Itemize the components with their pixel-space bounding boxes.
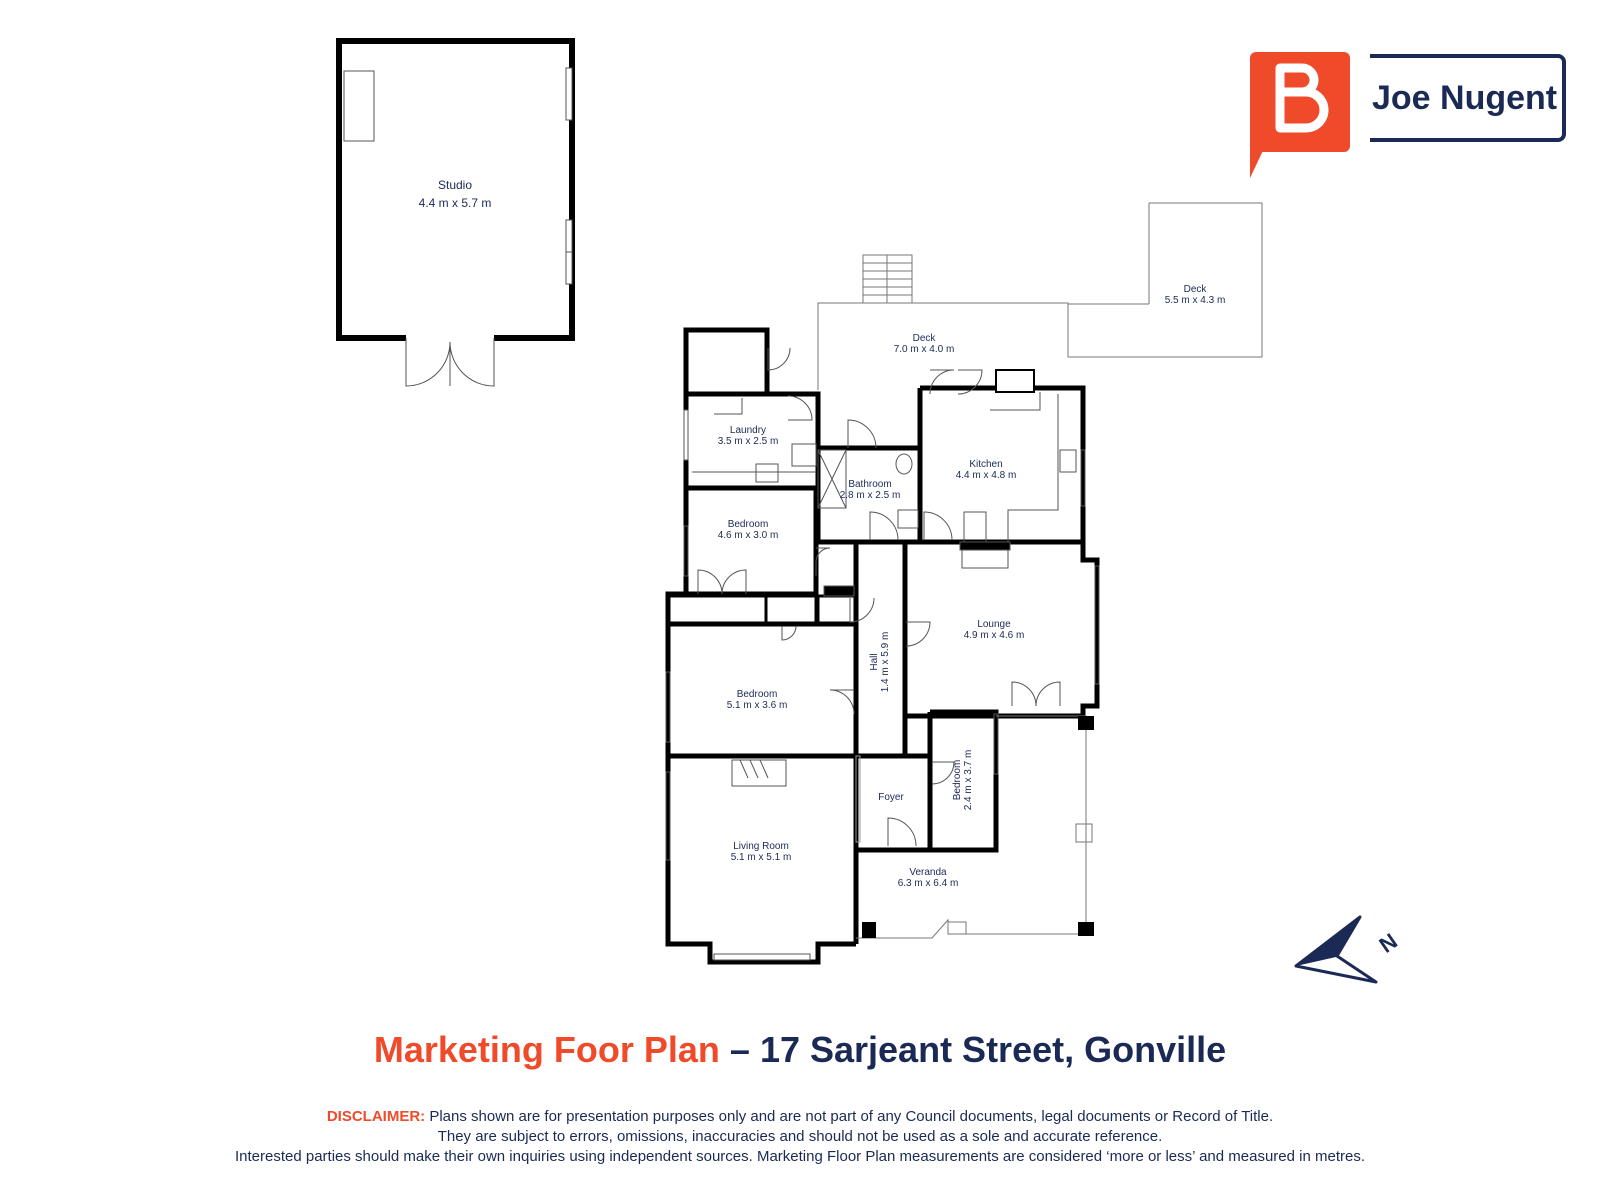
laundry-size: 3.5 m x 2.5 m xyxy=(718,436,779,447)
studio-size: 4.4 m x 5.7 m xyxy=(419,196,492,210)
hall-name: Hall xyxy=(869,653,880,670)
bathroom-name: Bathroom xyxy=(848,479,891,490)
foyer-name: Foyer xyxy=(878,792,904,803)
disclaimer: DISCLAIMER: Plans shown are for presenta… xyxy=(0,1107,1600,1167)
laundry-name: Laundry xyxy=(730,425,766,436)
logo-b-icon xyxy=(1275,63,1329,133)
bedroom-3-size: 2.4 m x 3.7 m xyxy=(963,750,974,811)
deck-right-name: Deck xyxy=(1184,284,1208,295)
brand-name: Joe Nugent xyxy=(1372,79,1558,117)
disclaimer-text-1: Plans shown are for presentation purpose… xyxy=(429,1108,1274,1125)
hall-size: 1.4 m x 5.9 m xyxy=(880,632,891,693)
disclaimer-label: DISCLAIMER: xyxy=(326,1108,426,1125)
bedroom-1-name: Bedroom xyxy=(728,519,769,530)
interior-fixtures xyxy=(665,369,1100,961)
deck-main-name: Deck xyxy=(913,333,937,344)
studio-structure xyxy=(336,38,575,387)
veranda-name: Veranda xyxy=(909,867,947,878)
deck-main-size: 7.0 m x 4.0 m xyxy=(894,344,955,355)
lounge-size: 4.9 m x 4.6 m xyxy=(964,630,1025,641)
north-letter: N xyxy=(1375,928,1402,958)
bedroom-3-name: Bedroom xyxy=(952,760,963,801)
page-title: Marketing Foor Plan – 17 Sarjeant Street… xyxy=(0,1028,1600,1072)
lounge-name: Lounge xyxy=(977,619,1011,630)
north-arrow-icon: N xyxy=(1294,915,1402,984)
veranda-structure xyxy=(856,715,1094,939)
disclaimer-line-3: Interested parties should make their own… xyxy=(234,1148,1366,1165)
bedroom-1-size: 4.6 m x 3.0 m xyxy=(718,530,779,541)
studio-name: Studio xyxy=(438,178,472,192)
room-labels: Studio 4.4 m x 5.7 m Deck 5.5 m x 4.3 m … xyxy=(419,178,1226,889)
deck-right-structure xyxy=(1068,202,1263,358)
logo-name-frame xyxy=(1370,54,1566,142)
veranda-size: 6.3 m x 6.4 m xyxy=(898,878,959,889)
living-room-name: Living Room xyxy=(733,841,789,852)
bathroom-size: 2.8 m x 2.5 m xyxy=(840,490,901,501)
deck-main-structure xyxy=(817,254,1069,390)
bedroom-2-name: Bedroom xyxy=(737,689,778,700)
title-prefix: Marketing Foor Plan xyxy=(373,1029,720,1070)
title-suffix: – 17 Sarjeant Street, Gonville xyxy=(729,1029,1227,1070)
bedroom-2-size: 5.1 m x 3.6 m xyxy=(727,700,788,711)
living-room-size: 5.1 m x 5.1 m xyxy=(731,852,792,863)
disclaimer-line-2: They are subject to errors, omissions, i… xyxy=(437,1128,1163,1145)
kitchen-size: 4.4 m x 4.8 m xyxy=(956,470,1017,481)
deck-right-size: 5.5 m x 4.3 m xyxy=(1165,295,1226,306)
kitchen-name: Kitchen xyxy=(969,459,1002,470)
disclaimer-line-1: DISCLAIMER: Plans shown are for presenta… xyxy=(0,1107,1600,1127)
door-swings xyxy=(697,347,1061,847)
